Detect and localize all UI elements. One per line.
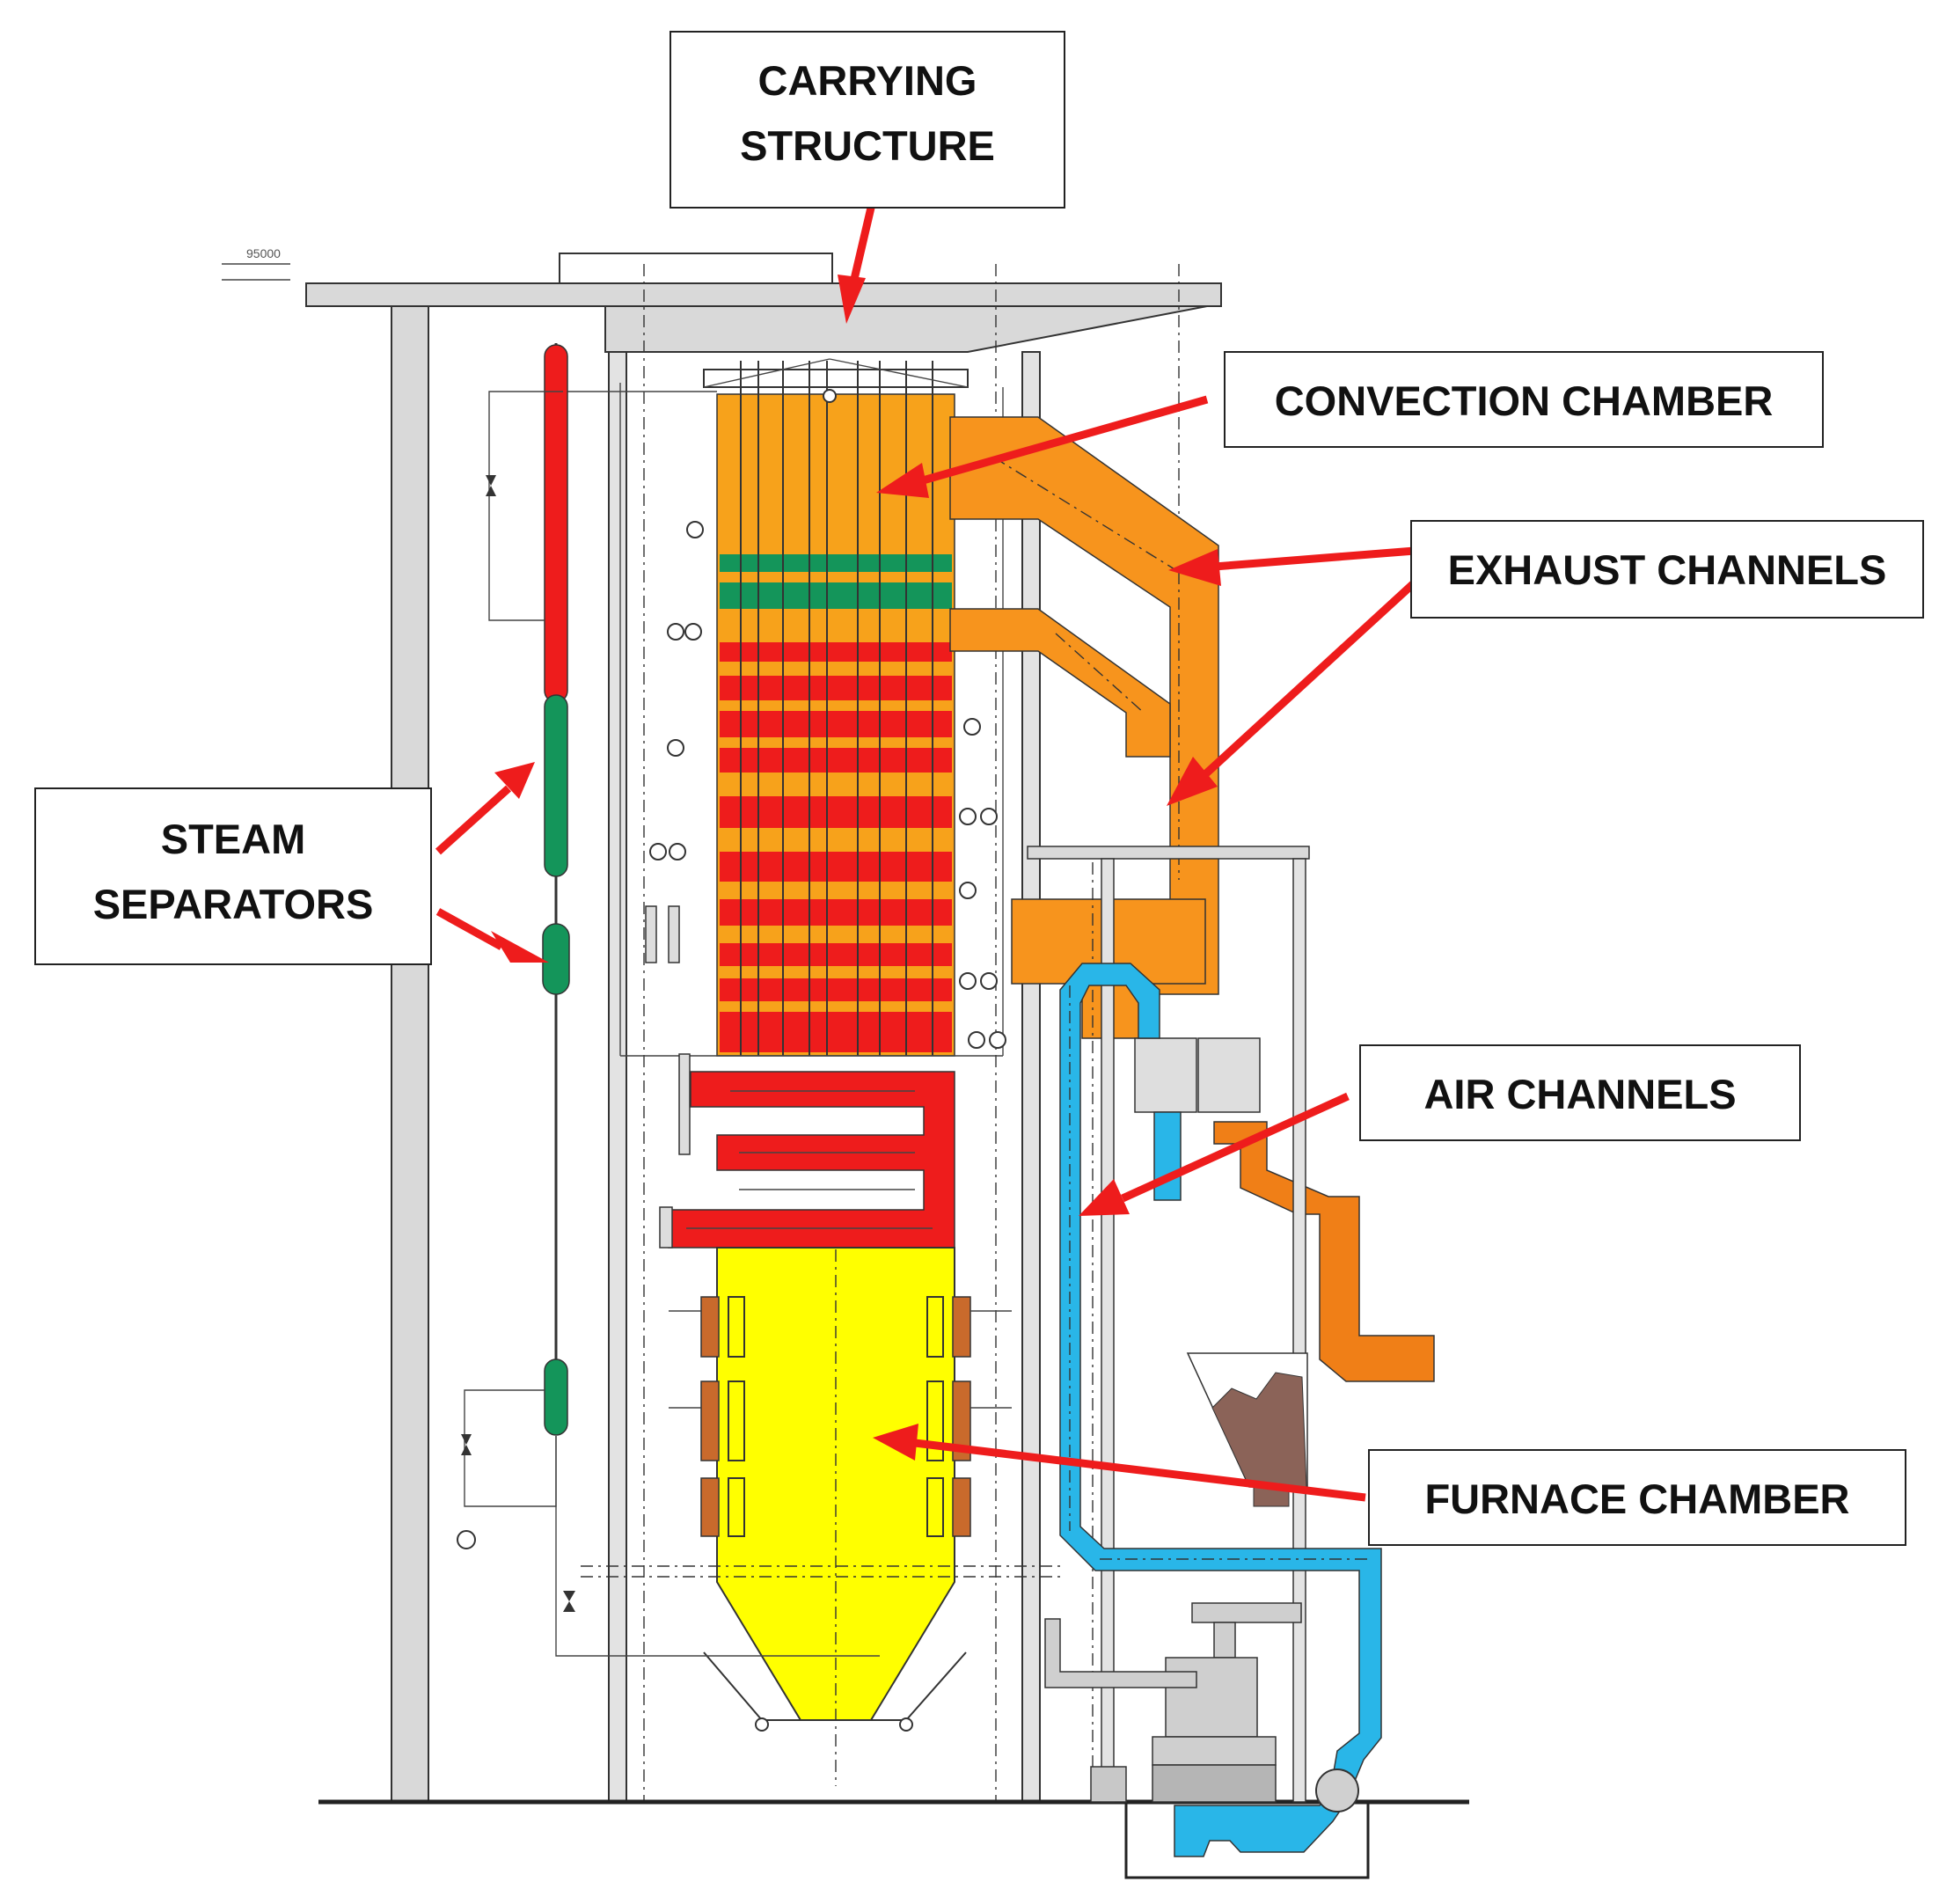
arrowhead-exhaust-upper — [1168, 549, 1221, 586]
label-carrying-structure-line1: CARRYING — [758, 57, 977, 104]
label-air-channels: AIR CHANNELS — [1359, 1044, 1801, 1141]
arrow-exhaust-upper — [1213, 546, 1416, 571]
arrowhead-exhaust-lower — [1167, 757, 1218, 806]
steam-separators — [457, 343, 880, 1657]
arrowhead-convection-chamber — [876, 463, 929, 498]
label-convection-chamber-text: CONVECTION CHAMBER — [1275, 377, 1774, 424]
arrow-air-channels — [1121, 1092, 1350, 1203]
dimension-label: 95000 — [246, 246, 281, 260]
arrowhead-steam-lower — [491, 931, 549, 963]
arrow-steam-upper — [435, 785, 512, 855]
arrow-exhaust-lower — [1202, 579, 1418, 778]
label-carrying-structure: CARRYING STRUCTURE — [670, 31, 1065, 209]
carrying-structure-frame: 95000 — [222, 246, 1469, 1879]
label-furnace-chamber-text: FURNACE CHAMBER — [1424, 1476, 1849, 1522]
superheater — [659, 1053, 955, 1249]
label-steam-separators-line2: SEPARATORS — [93, 881, 374, 927]
arrow-furnace-chamber — [914, 1439, 1366, 1502]
label-convection-chamber: CONVECTION CHAMBER — [1224, 351, 1824, 448]
fuel-hopper — [1044, 1352, 1308, 1803]
label-steam-separators: STEAM SEPARATORS — [34, 787, 432, 965]
arrow-carrying-structure — [847, 206, 875, 292]
label-furnace-chamber: FURNACE CHAMBER — [1368, 1449, 1906, 1546]
furnace-chamber — [581, 1247, 1065, 1786]
arrow-steam-lower — [435, 908, 504, 950]
arrow-convection-chamber — [915, 395, 1209, 487]
annotation-arrows — [435, 206, 1418, 1502]
arrowhead-steam-upper — [494, 762, 535, 799]
air-channels — [1059, 963, 1382, 1857]
arrowhead-furnace-chamber — [873, 1424, 918, 1461]
arrowhead-carrying-structure — [838, 275, 866, 324]
label-exhaust-channels-text: EXHAUST CHANNELS — [1448, 546, 1887, 593]
label-steam-separators-line1: STEAM — [161, 816, 306, 862]
label-carrying-structure-line2: STRUCTURE — [740, 122, 995, 169]
label-air-channels-text: AIR CHANNELS — [1423, 1071, 1736, 1117]
label-exhaust-channels: EXHAUST CHANNELS — [1410, 520, 1924, 619]
convection-chamber — [563, 358, 1006, 1057]
arrowhead-air-channels — [1079, 1179, 1130, 1216]
